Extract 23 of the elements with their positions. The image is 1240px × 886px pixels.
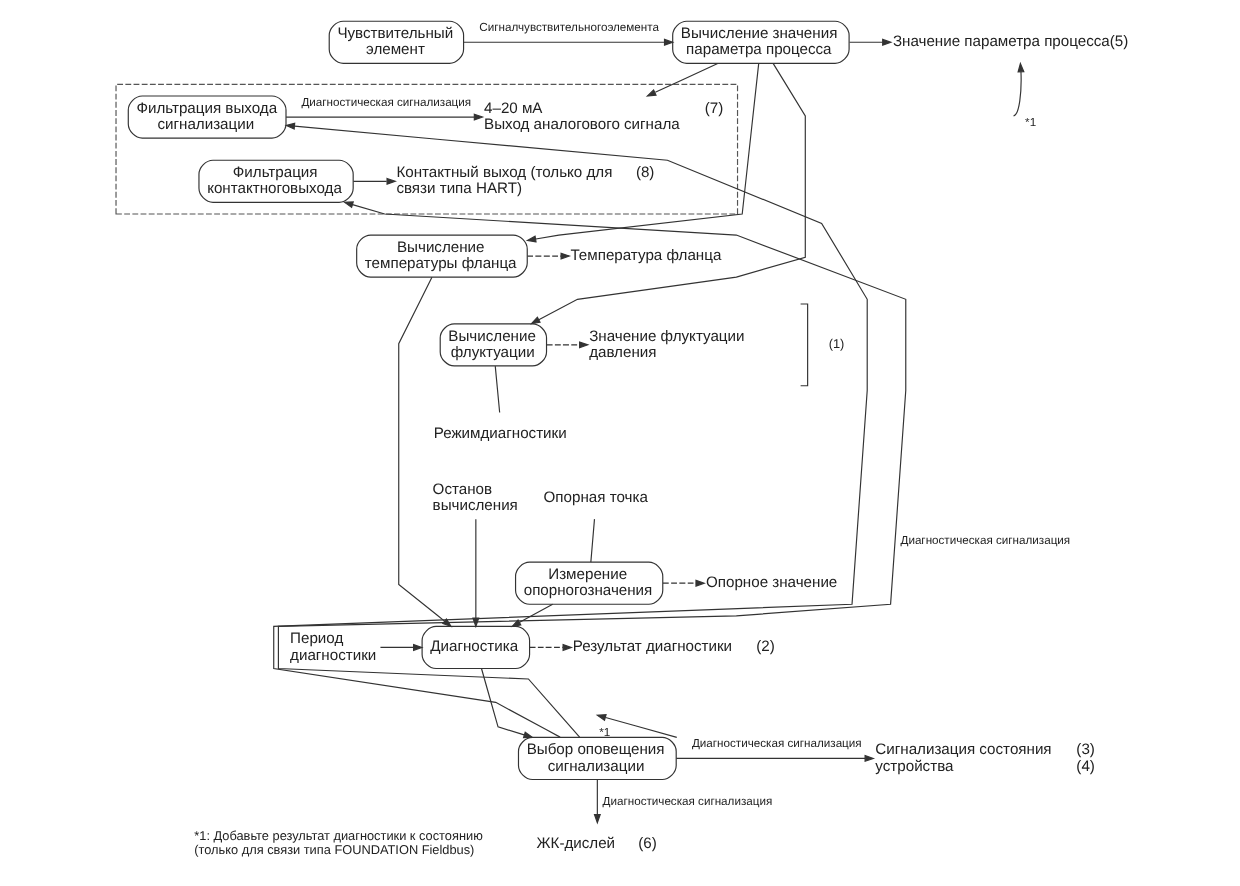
arrow: [661, 579, 705, 587]
arrow: [272, 122, 867, 738]
connector: [493, 365, 500, 414]
arrow: [847, 38, 892, 46]
arrow: [509, 603, 553, 628]
arrow: [525, 252, 571, 260]
arrow: [528, 63, 805, 325]
arrow: [644, 62, 718, 97]
arrow: [528, 643, 573, 652]
arrow: [524, 62, 759, 243]
arrow: [378, 643, 423, 652]
arrow: [284, 113, 484, 121]
arrow: [592, 779, 601, 825]
arrow: [479, 668, 533, 739]
arrow: [594, 714, 677, 738]
arrow: [351, 177, 396, 185]
arrow: [462, 38, 674, 46]
arrow: [1011, 61, 1024, 117]
connector: [589, 518, 595, 563]
cluster: [114, 83, 738, 215]
arrow: [276, 201, 906, 738]
arrow: [674, 754, 875, 763]
arrow: [545, 341, 589, 349]
